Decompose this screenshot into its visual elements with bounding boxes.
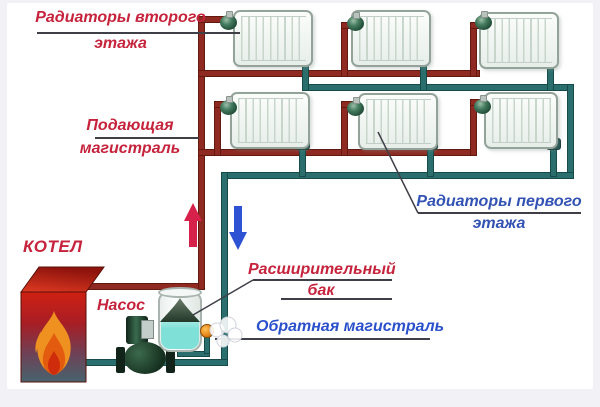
- radiator-second-floor-2: [351, 10, 431, 67]
- boiler: [20, 266, 105, 383]
- label-expansion-tank-line1: Расширительный: [248, 261, 396, 278]
- radiator-valve-icon: [220, 96, 237, 115]
- pump-flange-right: [166, 347, 175, 373]
- radiator-ribs: [359, 16, 424, 61]
- label-supply-main-line2: магистраль: [79, 140, 181, 157]
- pump-flange-left: [116, 347, 125, 373]
- label-second-floor-radiators-line2: этажа: [94, 35, 147, 52]
- supply-flow-up-arrow-shaft: [189, 220, 197, 247]
- supply-riser-radiator2-floor2: [341, 22, 348, 77]
- radiator-ribs: [241, 16, 306, 61]
- supply-riser-radiator3-floor2: [470, 22, 477, 77]
- radiator-valve-icon: [347, 97, 364, 116]
- return-pipe-main-downcomer: [221, 172, 228, 366]
- label-second-floor-radiators-line1: Радиаторы второго: [35, 9, 206, 26]
- return-flow-down-arrow-icon: [229, 232, 247, 250]
- supply-pipe-second-floor-line: [198, 70, 480, 77]
- return-pipe-first-floor-line: [221, 172, 574, 179]
- radiator-valve-icon: [347, 12, 364, 31]
- water-cone-shape: [160, 298, 200, 322]
- supply-pipe-first-floor-line: [198, 149, 477, 156]
- radiator-first-floor-3: [484, 92, 558, 149]
- pointer-first-floor-radiators: [418, 212, 581, 214]
- pointer-second-floor-radiators: [37, 32, 240, 34]
- radiator-ribs: [238, 98, 303, 143]
- pump-nameplate: [141, 320, 154, 339]
- pointer-return-main: [215, 338, 430, 340]
- tank-top-rim: [158, 287, 202, 298]
- radiator-valve-icon: [220, 11, 237, 30]
- return-pipe-second-floor-line: [303, 84, 574, 91]
- radiator-ribs: [366, 99, 431, 144]
- label-expansion-tank-line2: бак: [307, 282, 335, 299]
- label-supply-main-line1: Подающая: [86, 117, 174, 134]
- radiator-first-floor-1: [230, 92, 310, 149]
- flame-core-icon: [48, 351, 60, 375]
- drain-valve-icon: [200, 324, 214, 338]
- flame-tongue-icon: [35, 331, 41, 353]
- label-first-floor-radiators-line1: Радиаторы первого: [416, 193, 582, 210]
- radiator-valve-icon: [475, 11, 492, 30]
- label-return-main: Обратная магистраль: [256, 318, 445, 335]
- label-boiler: КОТЕЛ: [23, 237, 83, 256]
- radiator-ribs: [487, 18, 552, 63]
- radiator-valve-icon: [474, 95, 491, 114]
- radiator-second-floor-1: [233, 10, 313, 67]
- tank-water: [161, 318, 199, 349]
- pump-volute: [124, 342, 166, 374]
- supply-flow-up-arrow-icon: [184, 203, 202, 221]
- pointer-expansion-tank-line1: [253, 279, 392, 281]
- radiator-first-floor-2: [358, 93, 438, 150]
- label-first-floor-radiators-line2: этажа: [472, 215, 526, 232]
- radiator-ribs: [492, 98, 551, 143]
- pointer-supply-main: [95, 137, 199, 139]
- pointer-expansion-tank-line2: [281, 298, 392, 300]
- radiator-second-floor-3: [479, 12, 559, 69]
- tank-water-cone: [160, 298, 200, 322]
- boiler-top-face: [20, 266, 105, 293]
- return-flow-down-arrow-shaft: [234, 206, 242, 233]
- tank-drain-stub-horizontal: [177, 351, 210, 357]
- return-pipe-right-downcomer: [567, 84, 574, 179]
- label-pump: Насос: [97, 297, 146, 314]
